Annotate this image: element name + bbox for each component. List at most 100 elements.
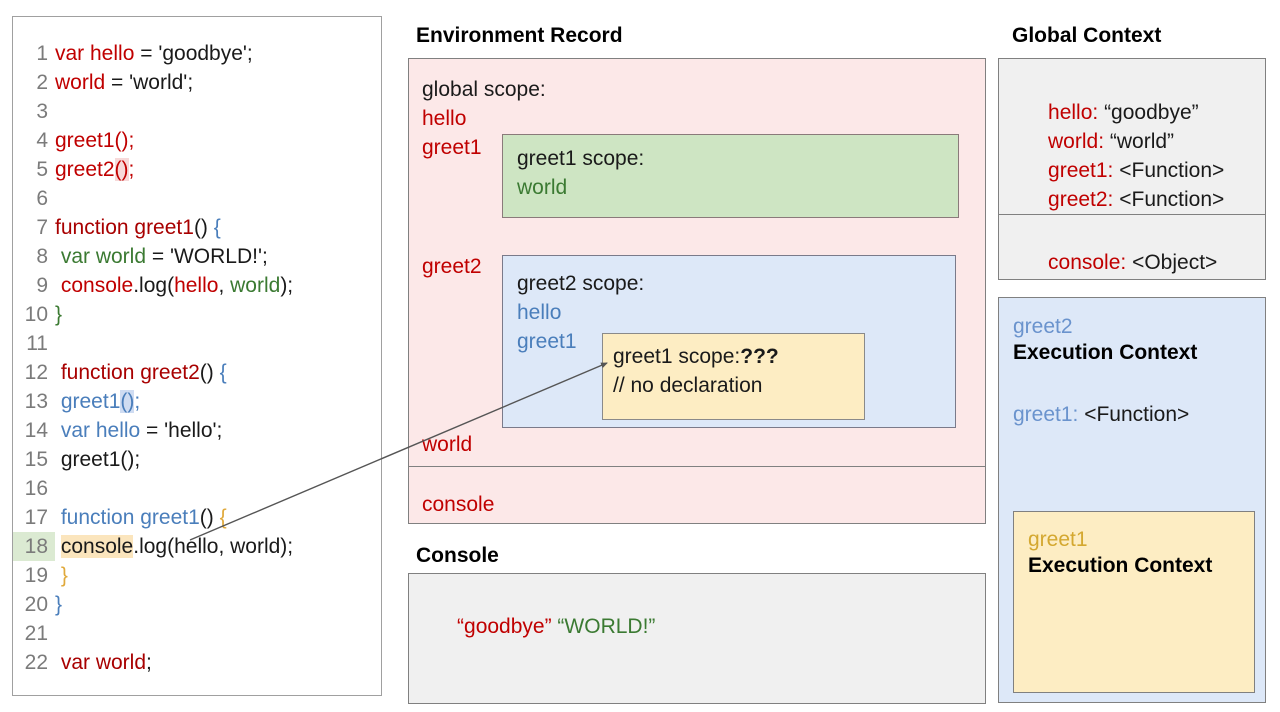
code-line-number: 7 (36, 216, 48, 239)
code-line-number: 13 (24, 390, 48, 413)
code-token (55, 535, 61, 558)
code-token: ); (280, 274, 294, 297)
code-token: var hello (55, 42, 135, 65)
code-token: { (213, 216, 221, 239)
greet1-scope-box: greet1 scope: world (502, 134, 959, 218)
code-token: ; (128, 158, 135, 181)
code-line-number: 15 (24, 448, 48, 471)
code-line-text: console.log(hello, world); (55, 532, 381, 561)
environment-record-box: global scope: hello greet1 greet2 world … (408, 58, 986, 524)
code-token: () (120, 390, 135, 413)
greet1-scope-var-world: world (517, 176, 568, 199)
code-token: ; (134, 390, 141, 413)
gc-key-greet1: greet1: (1048, 159, 1120, 182)
gc-binding-greet1: greet1: <Function> (1013, 135, 1224, 207)
code-line: 17 function greet1() { (13, 503, 381, 532)
nested-greet1-scope-title: greet1 scope: (613, 345, 741, 368)
code-token: ; (146, 651, 152, 674)
code-token: var hello (55, 419, 141, 442)
code-line: 14 var hello = 'hello'; (13, 416, 381, 445)
code-line-text: function greet1() { (55, 503, 381, 532)
nested-greet1-scope-unknown: ??? (740, 345, 779, 368)
code-line-number: 8 (36, 245, 48, 268)
global-context-bindings-section (999, 59, 1265, 215)
global-var-greet2: greet2 (422, 255, 482, 278)
code-line: 19 } (13, 561, 381, 590)
code-line: 20} (13, 590, 381, 619)
code-token: console (60, 535, 134, 558)
code-token: } (55, 303, 63, 326)
code-line: 16 (13, 474, 381, 503)
greet2-execution-context-box: greet2 Execution Context greet1: <Functi… (998, 297, 1266, 703)
code-line: 10} (13, 300, 381, 329)
greet2-ec-name: greet2 (1013, 315, 1073, 338)
gc-binding-world: world: “world” (1013, 106, 1174, 178)
code-token: () (114, 158, 129, 181)
code-token: () (199, 506, 220, 529)
code-line: 13 greet1(); (13, 387, 381, 416)
code-line-text: } (55, 300, 381, 329)
code-token: () (199, 361, 220, 384)
code-token: .log( (133, 274, 175, 297)
gc-value-greet1: <Function> (1119, 159, 1225, 182)
gc-key-hello: hello: (1048, 101, 1105, 124)
code-line: 6 (13, 184, 381, 213)
code-line-text: function greet2() { (55, 358, 381, 387)
global-var-hello: hello (422, 107, 467, 130)
code-line: 18 console.log(hello, world); (13, 532, 381, 561)
greet2-scope-title: greet2 scope: (517, 272, 645, 295)
greet1-scope-title: greet1 scope: (517, 147, 645, 170)
code-line-number: 21 (24, 622, 48, 645)
code-line: 9 console.log(hello, world); (13, 271, 381, 300)
code-line-number: 2 (36, 71, 48, 94)
code-line: 21 (13, 619, 381, 648)
global-context-title: Global Context (1012, 24, 1162, 47)
code-line-text: } (55, 590, 381, 619)
global-context-box: hello: “goodbye” world: “world” greet1: … (998, 58, 1266, 280)
console-output-world: “WORLD!” (557, 615, 656, 638)
code-token: { (219, 506, 227, 529)
code-line: 22 var world; (13, 648, 381, 677)
code-token: = 'WORLD!'; (146, 245, 268, 268)
code-line-number: 1 (36, 42, 48, 65)
code-line-number: 12 (24, 361, 48, 384)
code-token: = 'hello'; (140, 419, 223, 442)
gc-binding-console: console: <Object> (1013, 227, 1217, 299)
global-scope-label: global scope: (422, 78, 546, 101)
code-line: 3 (13, 97, 381, 126)
greet2-ec-binding-value: <Function> (1084, 403, 1190, 426)
code-token: world (55, 71, 106, 94)
environment-record-title: Environment Record (416, 24, 623, 47)
code-line-text: var hello = 'goodbye'; (55, 39, 381, 68)
code-line: 11 (13, 329, 381, 358)
code-line-text: greet1(); (55, 387, 381, 416)
global-var-world: world (422, 433, 473, 456)
code-line-text: var world = 'WORLD!'; (55, 242, 381, 271)
greet2-scope-var-greet1: greet1 (517, 330, 577, 353)
code-line-number: 16 (24, 477, 48, 500)
code-line-text: var world; (55, 648, 381, 677)
code-token: greet1 (55, 129, 115, 152)
greet2-ec-label: Execution Context (1013, 341, 1198, 364)
greet1-ec-label: Execution Context (1028, 554, 1213, 577)
gc-value-console: <Object> (1132, 251, 1218, 274)
code-token: greet1(); (55, 448, 141, 471)
code-token: function greet1 (55, 216, 194, 239)
code-token: = 'world'; (105, 71, 194, 94)
code-token: 'goodbye'; (158, 42, 253, 65)
code-token: (); (114, 129, 135, 152)
gc-key-console: console: (1048, 251, 1133, 274)
gc-binding-greet2: greet2: <Function> (1013, 164, 1224, 236)
code-line: 8 var world = 'WORLD!'; (13, 242, 381, 271)
gc-value-hello: “goodbye” (1104, 101, 1199, 124)
code-token: } (55, 593, 63, 616)
greet1-ec-name: greet1 (1028, 528, 1088, 551)
console-title: Console (416, 544, 499, 567)
gc-key-world: world: (1048, 130, 1110, 153)
code-token: .log(hello, world); (133, 535, 294, 558)
nested-greet1-scope-box: greet1 scope:??? // no declaration (602, 333, 865, 420)
console-output-goodbye: “goodbye” (457, 615, 552, 638)
